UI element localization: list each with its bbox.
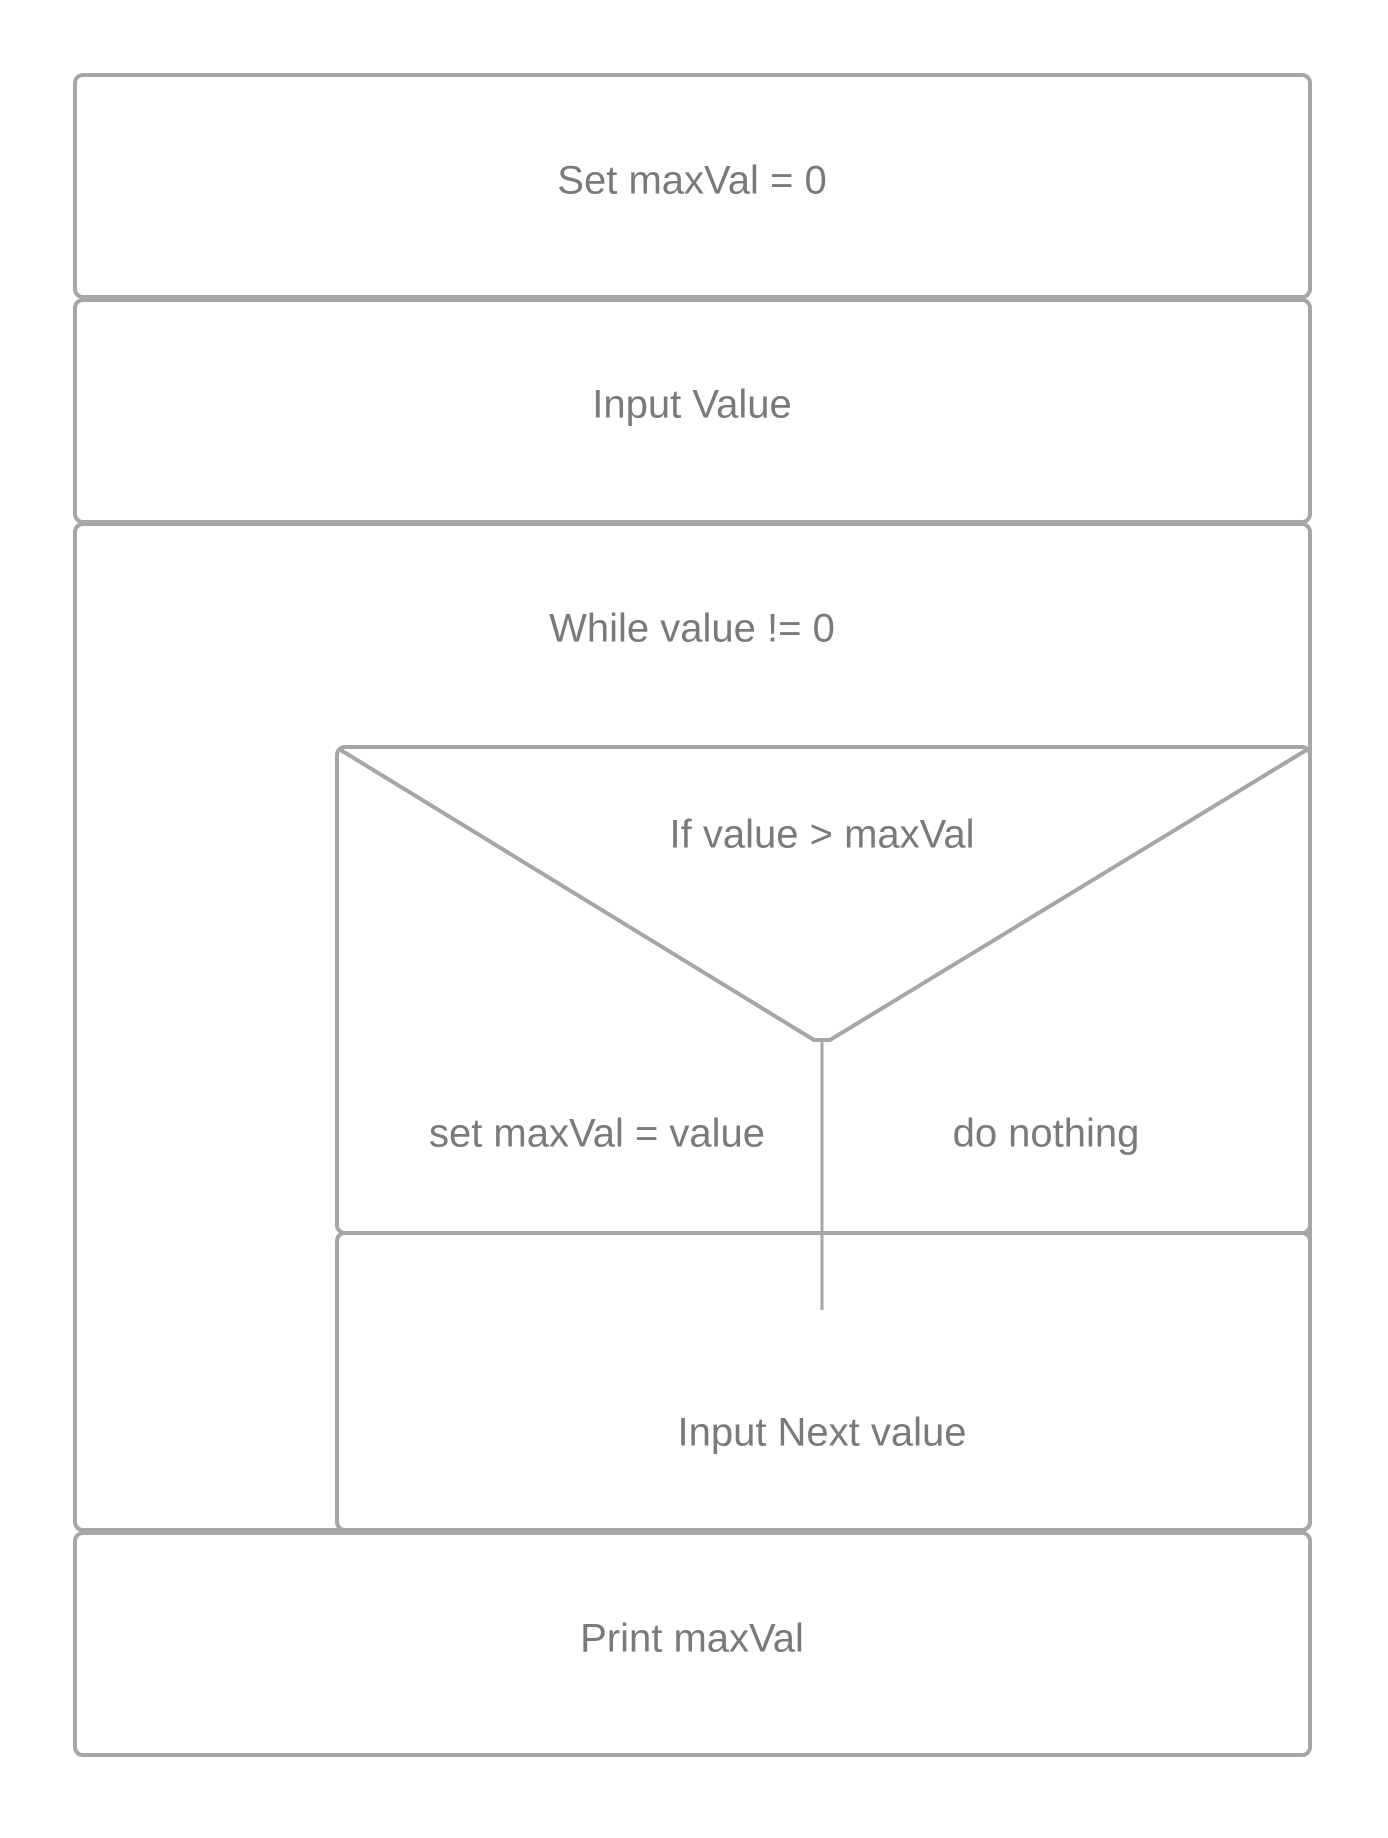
decision-triangle <box>337 747 1310 1042</box>
false-branch-label: do nothing <box>953 1112 1140 1156</box>
input-next-block: Input Next value <box>335 1231 1312 1532</box>
output-label: Print maxVal <box>580 1617 804 1661</box>
input-block: Input Value <box>73 298 1312 524</box>
output-block: Print maxVal <box>73 1531 1312 1757</box>
loop-box <box>73 522 1312 1532</box>
output-box <box>73 1531 1312 1757</box>
true-branch-label: set maxVal = value <box>429 1112 765 1156</box>
init-block: Set maxVal = 0 <box>73 73 1312 299</box>
init-label: Set maxVal = 0 <box>557 159 826 203</box>
input-next-label: Input Next value <box>677 1411 966 1455</box>
init-box <box>73 73 1312 299</box>
decision-block: If value > maxVal set maxVal = value do … <box>335 745 1312 1310</box>
loop-block: While value != 0 If value > maxVal set m… <box>73 522 1312 1532</box>
input-label: Input Value <box>592 383 791 427</box>
input-next-box <box>335 1231 1312 1532</box>
loop-label: While value != 0 <box>549 607 835 651</box>
condition-label: If value > maxVal <box>670 813 975 857</box>
